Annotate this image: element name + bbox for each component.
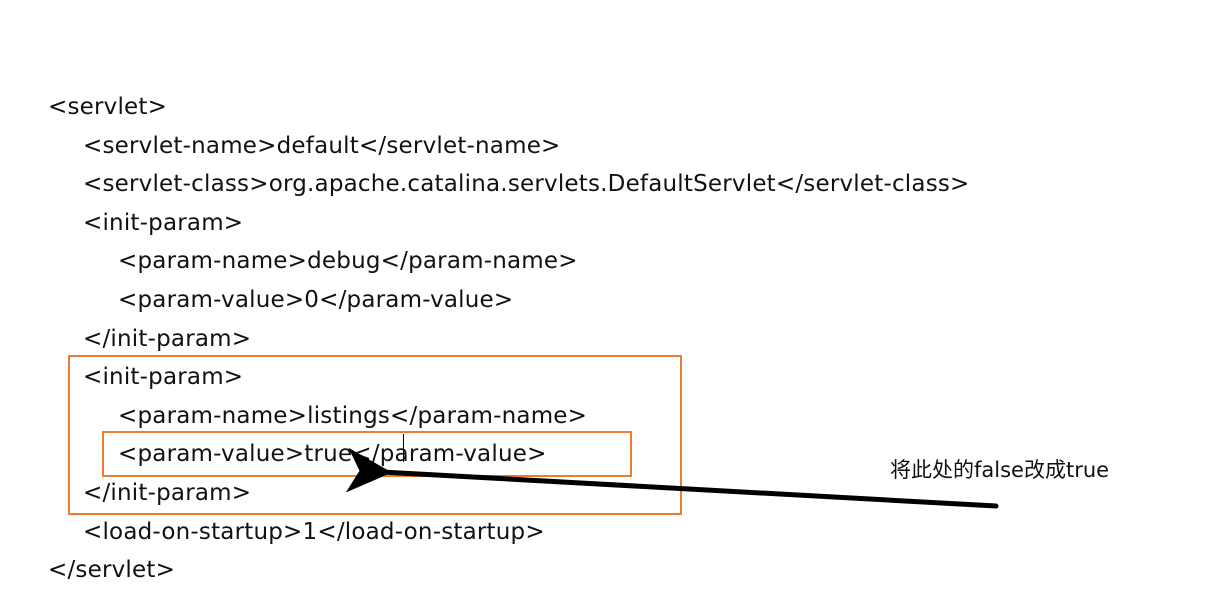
code-line-servlet-name: <servlet-name>default</servlet-name> xyxy=(83,132,561,159)
text-cursor xyxy=(403,434,404,462)
annotation-label: 将此处的false改成true xyxy=(890,458,1110,482)
code-line-init-param-close-2: </init-param> xyxy=(83,479,252,506)
code-line-servlet-open: <servlet> xyxy=(48,94,168,120)
code-line-servlet-class: <servlet-class>org.apache.catalina.servl… xyxy=(83,171,970,198)
code-line-init-param-close-1: </init-param> xyxy=(83,325,252,352)
code-line-servlet-close: </servlet> xyxy=(48,557,176,584)
code-line-load-on-startup: <load-on-startup>1</load-on-startup> xyxy=(83,518,545,545)
code-line-param-name-listings: <param-name>listings</param-name> xyxy=(118,402,588,429)
param-value-highlight-box xyxy=(102,431,632,477)
code-line-init-param-open-2: <init-param> xyxy=(83,364,244,391)
xml-code-block: <servlet> <servlet-name>default</servlet… xyxy=(48,88,970,590)
code-line-param-value-true: <param-value>true</param-value> xyxy=(118,441,547,468)
init-param-highlight-box xyxy=(68,355,682,515)
code-line-param-value-0: <param-value>0</param-value> xyxy=(118,286,514,313)
code-line-param-name-debug: <param-name>debug</param-name> xyxy=(118,248,578,275)
code-line-init-param-open-1: <init-param> xyxy=(83,209,244,236)
